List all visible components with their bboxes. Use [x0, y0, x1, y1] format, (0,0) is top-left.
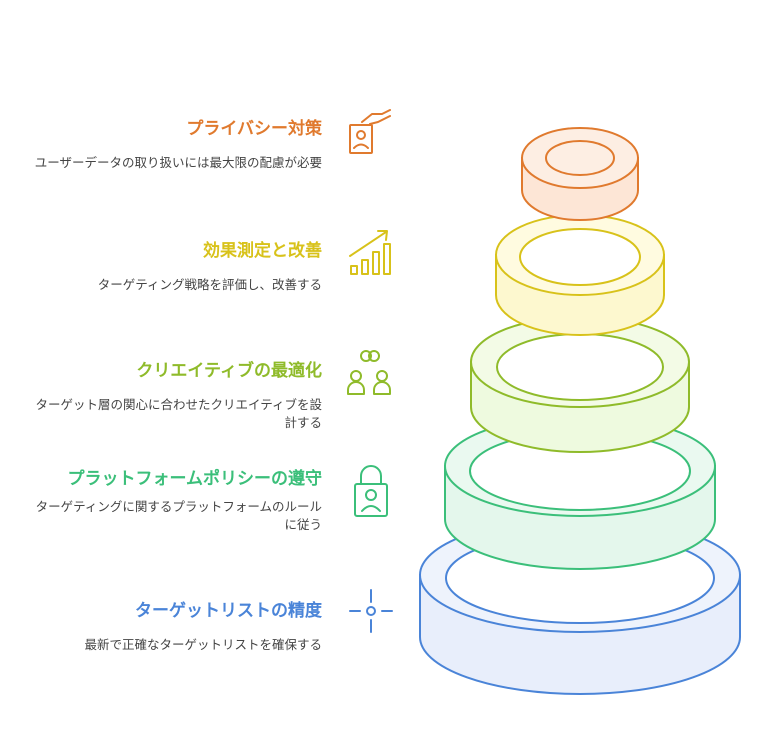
step-target-list: ターゲットリストの精度 最新で正確なターゲットリストを確保する [22, 600, 322, 654]
step-title: プラットフォームポリシーの遵守 [67, 469, 323, 489]
step-privacy: プライバシー対策 ユーザーデータの取り扱いには最大限の配慮が必要 [22, 118, 322, 172]
step-title: 効果測定と改善 [203, 241, 322, 261]
step-desc: ターゲティングに関するプラットフォームのルールに従う [35, 499, 322, 532]
step-title: クリエイティブの最適化 [136, 361, 322, 381]
step-desc: 最新で正確なターゲットリストを確保する [84, 637, 322, 652]
ring-privacy [521, 127, 639, 221]
step-platform: プラットフォームポリシーの遵守 ターゲティングに関するプラットフォームのルールに… [22, 468, 322, 534]
hand-document-icon [346, 108, 394, 156]
step-title: プライバシー対策 [186, 119, 322, 139]
ring-measure [495, 214, 665, 336]
step-desc: ターゲット層の関心に合わせたクリエイティブを設計する [35, 397, 322, 430]
crosshair-icon [348, 588, 394, 634]
step-title: ターゲットリストの精度 [135, 601, 322, 621]
lock-person-icon [348, 464, 394, 520]
step-desc: ターゲティング戦略を評価し、改善する [97, 277, 322, 292]
step-desc: ユーザーデータの取り扱いには最大限の配慮が必要 [34, 155, 322, 170]
step-measure: 効果測定と改善 ターゲティング戦略を評価し、改善する [22, 240, 322, 294]
ring-creative [470, 316, 690, 453]
people-idea-icon [344, 346, 396, 398]
step-creative: クリエイティブの最適化 ターゲット層の関心に合わせたクリエイティブを設計する [22, 360, 322, 432]
growth-chart-icon [346, 226, 396, 276]
